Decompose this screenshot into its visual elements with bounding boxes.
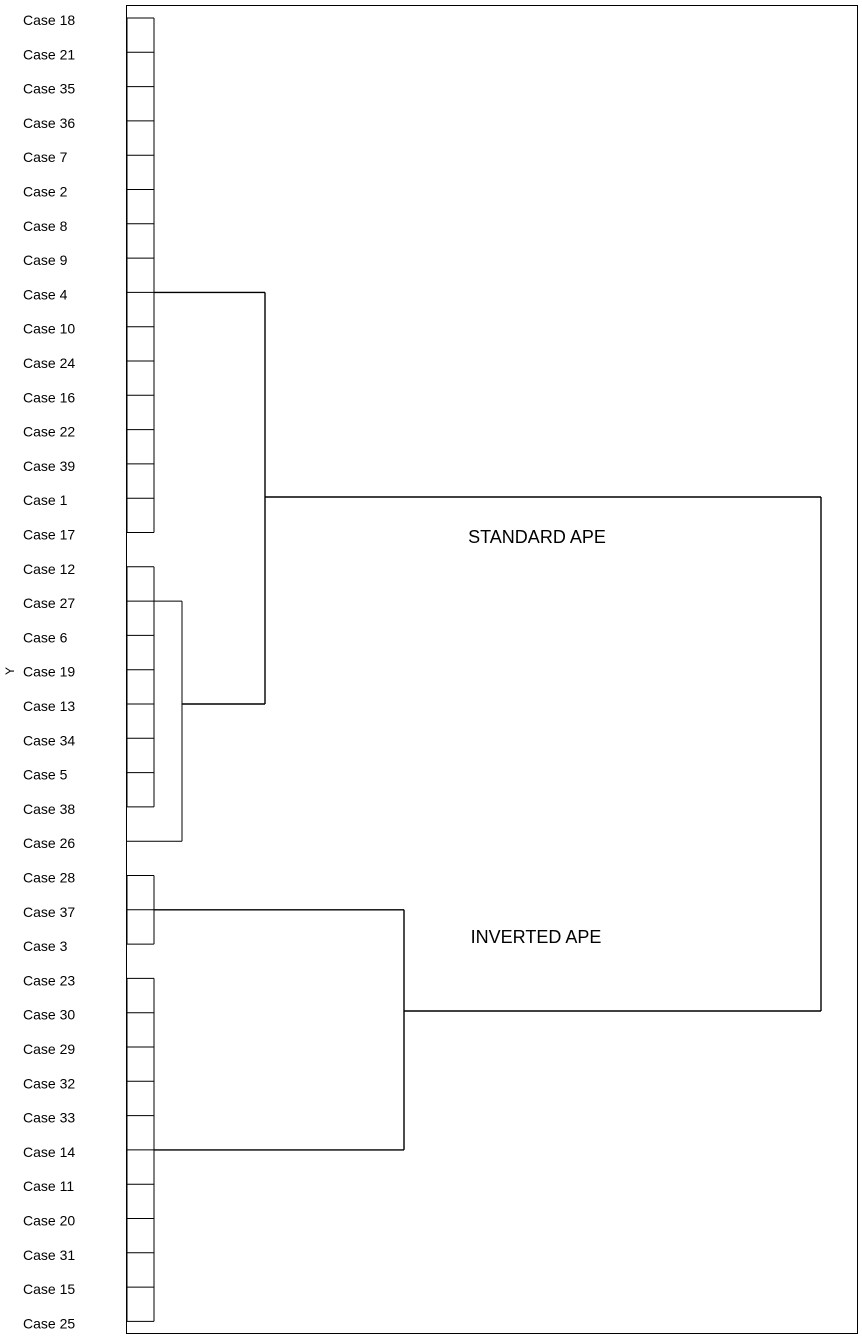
case-label: Case 1 xyxy=(23,492,68,508)
case-label: Case 3 xyxy=(23,938,68,954)
case-label: Case 2 xyxy=(23,184,68,200)
case-labels: Case 18 Case 21 Case 35 Case 36 Case 7 Case 2… xyxy=(23,12,75,1331)
cluster-label-standard: STANDARD APE xyxy=(468,527,606,547)
case-label: Case 36 xyxy=(23,115,75,131)
case-label: Case 16 xyxy=(23,389,75,405)
case-label: Case 29 xyxy=(23,1041,75,1057)
case-label: Case 14 xyxy=(23,1144,75,1160)
case-label: Case 34 xyxy=(23,732,75,748)
axis-label: Y xyxy=(3,667,17,675)
case-label: Case 26 xyxy=(23,835,75,851)
plot-frame xyxy=(126,5,858,1334)
case-label: Case 38 xyxy=(23,801,75,817)
case-label: Case 20 xyxy=(23,1213,75,1229)
case-label: Case 23 xyxy=(23,972,75,988)
case-label: Case 24 xyxy=(23,355,75,371)
case-label: Case 9 xyxy=(23,252,68,268)
case-label: Case 35 xyxy=(23,81,75,97)
case-label: Case 10 xyxy=(23,321,75,337)
case-label: Case 39 xyxy=(23,458,75,474)
case-label: Case 13 xyxy=(23,698,75,714)
case-label: Case 32 xyxy=(23,1075,75,1091)
case-label: Case 4 xyxy=(23,286,68,302)
case-label: Case 18 xyxy=(23,12,75,28)
case-label: Case 6 xyxy=(23,629,68,645)
case-label: Case 33 xyxy=(23,1110,75,1126)
case-label: Case 17 xyxy=(23,527,75,543)
case-label: Case 21 xyxy=(23,46,75,62)
case-label: Case 28 xyxy=(23,870,75,886)
case-label: Case 11 xyxy=(23,1178,74,1194)
case-label: Case 15 xyxy=(23,1281,75,1297)
case-label: Case 27 xyxy=(23,595,75,611)
case-label: Case 5 xyxy=(23,767,68,783)
case-label: Case 8 xyxy=(23,218,68,234)
case-label: Case 37 xyxy=(23,904,75,920)
dendrogram-links xyxy=(126,17,822,1322)
case-label: Case 7 xyxy=(23,149,68,165)
case-label: Case 30 xyxy=(23,1007,75,1023)
case-label: Case 19 xyxy=(23,664,75,680)
case-label: Case 22 xyxy=(23,424,75,440)
case-label: Case 25 xyxy=(23,1315,75,1331)
case-label: Case 12 xyxy=(23,561,75,577)
case-label: Case 31 xyxy=(23,1247,75,1263)
cluster-label-inverted: INVERTED APE xyxy=(471,927,602,947)
